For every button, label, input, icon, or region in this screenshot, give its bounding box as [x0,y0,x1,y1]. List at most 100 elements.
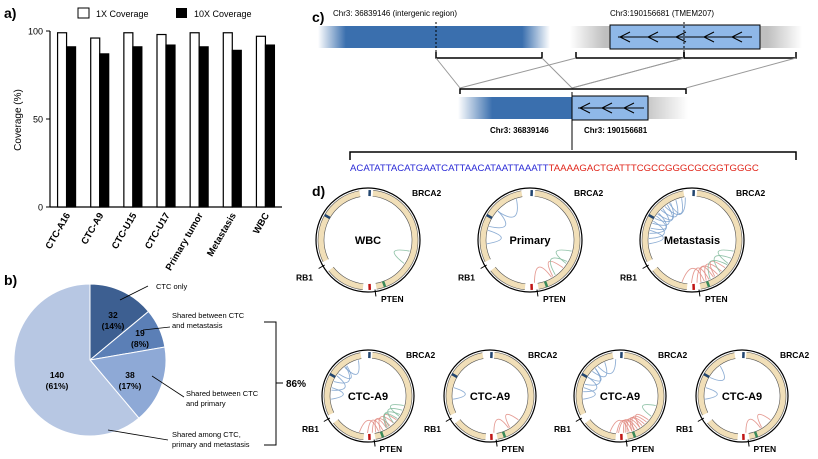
circos-gene-marker [451,372,458,379]
circos-track [372,190,418,290]
pie-annotation-shared-all-1: Shared among CTC, [172,430,241,439]
bar-1x-4 [189,32,200,208]
circos-link [642,404,656,417]
circos-link [681,267,705,283]
circos-link [338,365,352,380]
gene-arrows-right [618,31,752,43]
pie-bracket-label: 86% [286,379,306,390]
circos-link [699,266,714,283]
pie-chart: 32(14%)19(8%)38(17%)140(61%) [13,283,167,437]
circos-gene-marker [381,280,387,288]
circos-label-brca2: BRCA2 [736,188,766,198]
circos-link [487,229,502,245]
circos-link [387,407,403,424]
circos-link [344,360,360,375]
circos-link [629,417,643,432]
bar-10x-4 [198,46,209,208]
circos-link [453,387,466,400]
circos-label-brca2: BRCA2 [574,188,604,198]
bar-1x-5 [222,32,233,208]
panel-d: d) WBCBRCA2RB1PTENPrimaryBRCA2RB1PTENMet… [296,183,810,454]
circos-link [696,265,718,283]
circos-label-pten: PTEN [380,444,403,454]
bar-category-label: WBC [251,211,272,236]
circos-center-label: CTC-A9 [600,391,640,403]
circos-label-pten: PTEN [632,444,655,454]
circos-track [324,352,362,416]
circos-label-brca2: BRCA2 [780,350,810,360]
circos-link [497,199,518,218]
bar-y-axis-label: Coverage (%) [13,89,24,151]
circos-track [318,190,361,262]
pie-slice-label: (61%) [46,381,69,391]
circos-link [745,418,761,433]
circos-track [490,266,526,290]
circos-center-label: CTC-A9 [470,391,510,403]
circos-link [717,249,734,264]
circos-label-rb1: RB1 [676,424,693,434]
circos-link [587,368,602,382]
circos-track [696,190,742,290]
circos-label-pten: PTEN [705,294,728,304]
circos-label-rb1: RB1 [554,424,571,434]
left-genome-bar [318,26,550,48]
bar-category-label: CTC-U15 [110,210,140,251]
circos-track [623,352,664,440]
circos-outer-ring [639,187,745,293]
circos-link [367,419,384,434]
bar-y-tick-label: 100 [28,27,43,37]
circos-link [668,198,683,214]
circos-gene-marker [324,213,331,220]
bar-10x-0 [65,46,77,208]
circos-label-pten: PTEN [754,444,777,454]
pie-slice-label: (17%) [119,381,142,391]
circos-center-label: CTC-A9 [348,391,388,403]
circos-center-label: Primary [510,235,552,247]
circos-link [626,417,645,433]
circos-gene-marker [753,431,759,438]
circos-outer-ring [573,349,667,443]
circos-track [642,190,685,262]
circos-gene-marker [486,213,493,220]
pie-slice-label: (14%) [102,321,125,331]
panel-a: a) 1X Coverage 10X Coverage Coverage (%)… [4,5,282,273]
circos-label-pten: PTEN [543,294,566,304]
circos-track [371,352,412,440]
circos-track [446,352,484,416]
circos-gene-marker [703,372,710,379]
pie-slice-label: 32 [108,310,118,320]
circos-track [333,419,365,440]
pie-slice-0 [89,283,150,362]
circos-link [622,419,636,433]
circos-link [493,418,509,433]
left-region-label: Chr3: 36839146 (intergenic region) [333,9,457,18]
pie-slice-label: 38 [125,370,135,380]
circos-gene-marker [543,280,549,288]
circos-link [650,215,667,230]
pie-annotation-shared-primary-2: and primary [186,399,226,408]
bar-10x-3 [165,44,176,208]
bar-1x-3 [156,33,167,208]
circos-label-rb1: RB1 [458,273,475,283]
bar-category-label: CTC-A9 [79,211,106,247]
circos-link [547,260,564,277]
bar-10x-2 [132,46,143,208]
panel-a-label: a) [4,5,16,21]
circos-gene-marker [329,372,336,379]
circos-label-rb1: RB1 [302,424,319,434]
pie-annotations: CTC only Shared between CTC and metastas… [107,282,306,449]
sequence-right: TAAAAGACTGATTTCGCCGGGCGCGGTGGGC [549,163,759,174]
pie-annotation-shared-all-2: primary and metastasis [172,440,250,449]
circos-link [691,267,710,284]
circos-link [384,413,398,427]
circos-track [585,419,617,440]
legend-label-10x: 10X Coverage [194,9,252,19]
pie-annotation-shared-meta-2: and metastasis [172,321,223,330]
